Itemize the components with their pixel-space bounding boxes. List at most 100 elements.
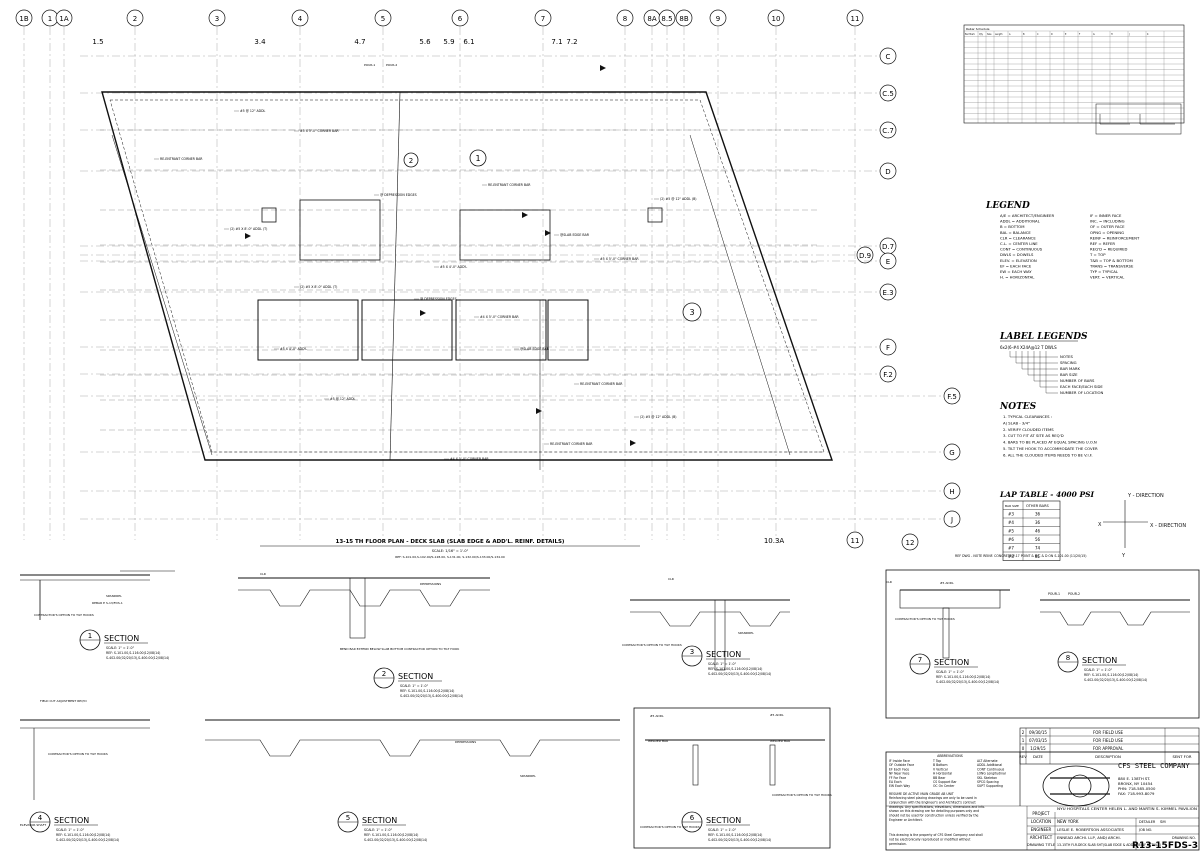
grid-row-label: D	[885, 168, 890, 176]
section-ref: REF: S-101.00,S-116.00(12/08/14)	[936, 675, 990, 679]
abbreviation: FF Far Face	[889, 776, 906, 780]
section-scale: SCALE: 1" = 1'-0"	[364, 828, 393, 832]
section-ref: REF: S-101.00,S-116.00(12/08/14)	[56, 833, 110, 837]
revision-description: FOR APPROVAL	[1093, 746, 1124, 751]
grid-column-label: 9	[716, 15, 720, 23]
section-ref2: S-402.00(02/20/13),S-400.00(12/08/14)	[936, 680, 999, 684]
grid-column-label: 6	[458, 15, 463, 23]
section-marker-3	[682, 302, 702, 322]
rev-header: REV	[1019, 754, 1027, 759]
section-scale: SCALE: 1" = 1'-0"	[1084, 668, 1113, 672]
grid-column-label: 3	[215, 15, 219, 23]
legend-item: INC. = INCLUDING	[1090, 219, 1125, 224]
section-callout: CONTRACTOR'S OPTION TO TILT HOOKS	[34, 613, 94, 617]
plan-note: #5 X 5'-0" CORNER BAR	[600, 257, 639, 261]
job-label: JOB NO.	[1138, 828, 1152, 832]
legend-item: REQ'D = REQUIRED	[1090, 247, 1128, 252]
grid-column-label: 2	[133, 15, 137, 23]
label-legend-item: NUMBER OF BARS	[1060, 378, 1095, 383]
section-details	[20, 569, 1200, 849]
revision-number: 0	[1022, 746, 1025, 751]
grid-subcolumn-label: 3.4	[254, 38, 266, 46]
core-opening-3	[455, 299, 547, 361]
grid-bubble	[534, 9, 552, 27]
legend-item: IF = INNER FACE	[1090, 213, 1122, 218]
plan-note: RE-ENTRANT CORNER BAR	[488, 183, 531, 187]
abbreviation: BB Bear	[933, 776, 946, 780]
plan-note: #4 X 5'-0" CORNER BAR	[450, 457, 489, 461]
revision-date: 07/03/15	[1029, 738, 1047, 743]
legend-item: T = TOP	[1089, 252, 1106, 257]
legend-item: VERT. = VERTICAL	[1090, 275, 1125, 280]
location-label: LOCATION	[1031, 819, 1051, 824]
section-callout: DEPRESSIONS	[455, 740, 476, 744]
company-name: CFS STEEL COMPANY	[1118, 762, 1190, 770]
plan-note: #5 X 4'-0" ADD'L	[440, 265, 467, 269]
abbreviation: NF Near Face	[889, 772, 910, 776]
plan-note: @ DEPRESSION EDGES	[380, 193, 417, 197]
plan-note: @SLAB EDGE BAR	[560, 233, 590, 237]
section-ref: REF: S-101.00,S-116.00(12/08/14)	[364, 833, 418, 837]
plan-note: #5 @ 12" ADDL	[240, 109, 266, 113]
section-ref: REF: S-101.00,S-116.00(12/08/14)	[708, 833, 762, 837]
company-logo-outer	[1042, 765, 1110, 807]
floor-plan	[100, 91, 833, 470]
grid-bubble	[943, 387, 961, 405]
flag-marker	[522, 212, 528, 218]
slab-edge-outline	[101, 91, 833, 461]
notes-title: NOTES	[999, 402, 1037, 412]
note-item: 3. CUT TO FIT AT SITE AS REQ'D	[1003, 433, 1064, 438]
grid-bubble	[943, 482, 961, 500]
section-scale: SCALE: 1" = 1'-0"	[708, 662, 737, 666]
plan-note: #5 X 4'-0" ADD'L	[280, 347, 307, 351]
schedule-header: G	[1093, 33, 1095, 36]
section-callout: REBAR E S-13/FDS-1	[92, 601, 123, 605]
section-callout: CONTRACTOR'S OPTION TO TILT HOOKS	[640, 825, 700, 829]
section-callout: CLR	[668, 577, 674, 581]
grid-bubble	[879, 283, 897, 301]
grid-bottom-label: 10.3A	[764, 537, 785, 545]
grid-row-label: C.7	[882, 127, 894, 135]
grid-row-label: F.5	[947, 393, 957, 401]
schedule-header: Length	[995, 33, 1003, 36]
grid-bubble	[943, 510, 961, 528]
plan-note: RE-ENTRANT CORNER BAR	[580, 382, 623, 386]
grid-row-label: C.5	[882, 90, 894, 98]
axis-indicator: Y - DIRECTION X - DIRECTION X Y	[1098, 493, 1186, 559]
section-number: 4	[38, 814, 43, 822]
lap-value: 56	[1035, 537, 1041, 542]
legend-item: OPNG = OPENING	[1090, 230, 1124, 235]
grid-column-label: 7	[541, 15, 545, 23]
grid-subcolumn-label: 5.6	[419, 38, 431, 46]
legend-item: EW = EACH WAY	[1000, 269, 1032, 274]
section-marker-2-label: 2	[409, 157, 413, 165]
grid-bubble	[943, 443, 961, 461]
abbreviation: EF Each Face	[889, 767, 909, 771]
section-ref2: S-402.00(02/20/13),S-400.00(12/08/14)	[56, 838, 119, 842]
engineer-value: LESLIE E. ROBERTSON ASSOCIATES	[1057, 827, 1125, 832]
grid-column-label: 1A	[59, 15, 68, 23]
rev-header: DATE	[1033, 754, 1043, 759]
section-ref2: S-402.00(02/20/13),S-400.00(12/08/14)	[1084, 678, 1147, 682]
grid-bottom-label: 11	[851, 537, 860, 545]
lap-value: 36	[1035, 520, 1041, 525]
schedule-header: E	[1065, 33, 1067, 36]
plan-note: #5 X 5'-0" CORNER BAR	[300, 129, 339, 133]
abbreviation: ALT Alternate	[977, 759, 998, 763]
label-legend: LABEL LEGENDS 6x2(6-#4 X24A@12 T DWLS NO…	[999, 332, 1103, 395]
plan-note: (2) #5 X 8'-0" ADDL (T)	[300, 285, 337, 289]
plan-note: (2) #5 X 8'-0" ADDL (T)	[230, 227, 267, 231]
abbreviations-title: ABBREVIATIONS	[937, 754, 963, 758]
section-callout: CONTRACTOR'S OPTION TO TILT HOOKS	[622, 643, 682, 647]
section-number: 2	[382, 670, 386, 678]
grid-bubble	[879, 121, 897, 139]
section-label: SECTION	[934, 658, 969, 667]
grid-column-label: 5	[381, 15, 385, 23]
grid-bubble	[616, 9, 634, 27]
schedule-header: A	[1009, 33, 1011, 36]
grid-column-label: 10	[772, 15, 781, 23]
core-opening-1	[257, 299, 359, 361]
